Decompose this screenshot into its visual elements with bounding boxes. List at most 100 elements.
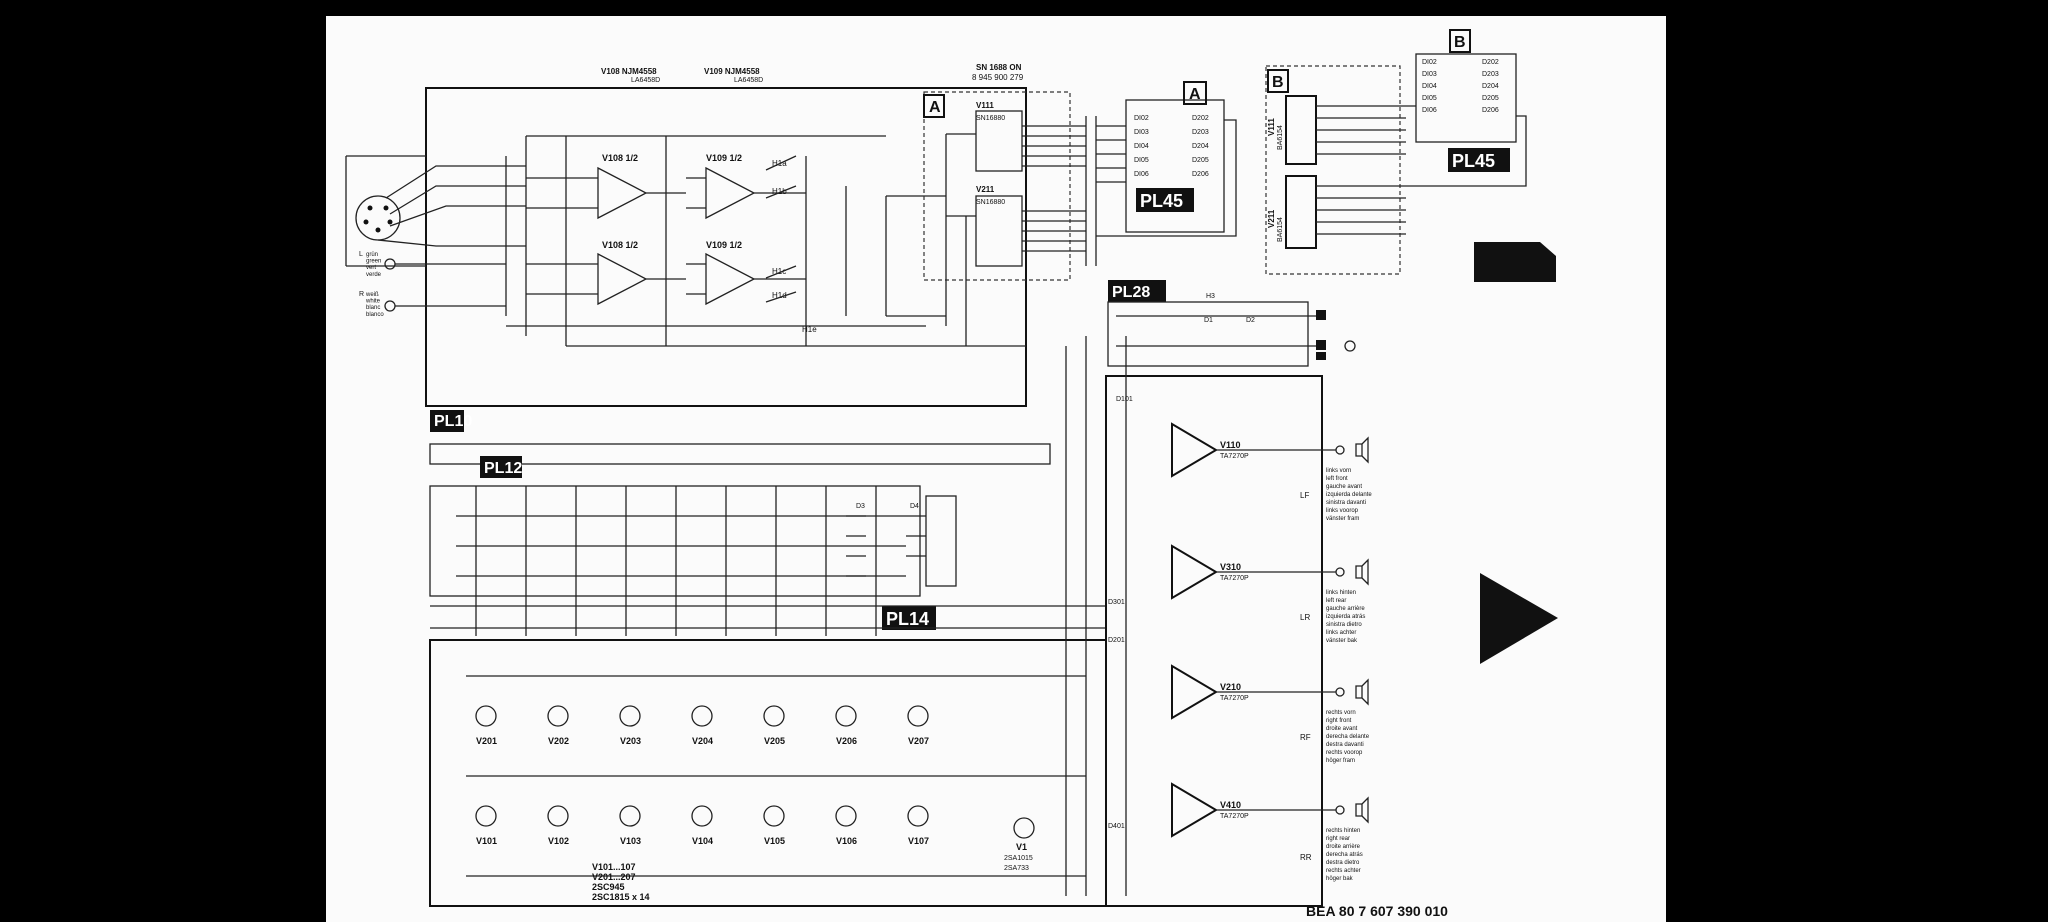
speaker-lr-icon [1355,558,1369,586]
pl12-label: PL12 [484,460,522,477]
speaker-rf-icon [1355,678,1369,706]
svg-text:V105: V105 [764,836,785,846]
svg-text:V108 1/2: V108 1/2 [602,240,638,250]
svg-text:V204: V204 [692,736,713,746]
svg-text:V110: V110 [1220,440,1241,450]
pl45-left-block: A DI02 DI03 DI04 DI05 DI06 D202 D203 D20… [1096,81,1237,237]
svg-text:TA7270P: TA7270P [1220,813,1249,820]
svg-text:sinistra dietro: sinistra dietro [1326,622,1362,628]
svg-text:D201: D201 [1108,637,1125,644]
label-r: R [359,291,364,298]
svg-text:H1e: H1e [802,325,817,334]
opamp-v109a: V109 1/2 [686,153,806,220]
svg-text:V101: V101 [476,836,497,846]
connector-b-right: B [1454,34,1466,51]
svg-text:D301: D301 [1108,599,1125,606]
svg-text:V1: V1 [1016,842,1027,852]
svg-text:V201...207: V201...207 [592,872,636,882]
svg-text:D204: D204 [1192,143,1209,150]
svg-text:V207: V207 [908,736,929,746]
svg-text:D205: D205 [1482,95,1499,102]
svg-text:D3: D3 [856,503,865,510]
svg-text:droite avant: droite avant [1326,726,1358,732]
v109-title: V109 NJM4558 [704,67,760,76]
svg-text:V111: V111 [1267,118,1276,136]
speaker-rr-icon [1355,796,1369,824]
transistor-notes: V101...107 V201...207 2SC945 2SC1815 x 1… [592,862,650,902]
connector-a-right: A [1189,86,1201,103]
svg-text:right rear: right rear [1326,836,1350,842]
svg-text:rechts hinten: rechts hinten [1326,828,1360,834]
svg-text:D4: D4 [910,503,919,510]
v108-sub: LA6458D [631,77,660,84]
svg-text:D401: D401 [1108,823,1125,830]
transistors-v1xx: V101 V102 V103 V104 V105 V106 V107 [475,805,929,846]
svg-text:V211: V211 [976,185,995,194]
connector-b-left: B [1272,74,1284,91]
svg-text:DI05: DI05 [1134,157,1149,164]
svg-text:V210: V210 [1220,682,1241,692]
footer-code: BEA 80 7 607 390 010 [1306,903,1448,919]
svg-text:DI06: DI06 [1134,171,1149,178]
pl45-right-label: PL45 [1452,151,1495,171]
svg-text:V410: V410 [1220,800,1241,810]
svg-text:höger fram: höger fram [1326,758,1355,764]
svg-text:BA6154: BA6154 [1277,125,1284,150]
amp-v210: V210 TA7270P RF rechts vorn right front … [1171,664,1370,764]
svg-text:left front: left front [1326,476,1348,482]
pl10-label: PL10 [434,413,472,430]
svg-text:D1: D1 [1204,317,1213,324]
svg-text:sinistra davanti: sinistra davanti [1326,500,1366,506]
svg-text:DI03: DI03 [1134,129,1149,136]
svg-text:H1d: H1d [772,291,787,300]
amp-v110: V110 TA7270P LF links vorn left front ga… [1171,422,1372,522]
svg-text:TA7270P: TA7270P [1220,453,1249,460]
svg-text:D101: D101 [1116,396,1133,403]
svg-text:D203: D203 [1192,129,1209,136]
svg-text:links vorn: links vorn [1326,468,1351,474]
pl28-block: PL28 H3 D1 D2 [1107,280,1356,367]
svg-text:höger bak: höger bak [1326,876,1354,882]
pl45-left-label: PL45 [1140,191,1183,211]
v1-transistor: V1 2SA1015 2SA733 [1004,817,1035,872]
svg-text:V205: V205 [764,736,785,746]
din-input-connector [345,155,526,267]
svg-text:2SA1015: 2SA1015 [1004,855,1033,862]
svg-text:V104: V104 [692,836,713,846]
svg-text:H3: H3 [1206,293,1215,300]
svg-text:V206: V206 [836,736,857,746]
svg-text:2SA733: 2SA733 [1004,865,1029,872]
power-amp-section: D101 D301 D201 D401 [1065,336,1323,907]
svg-text:D202: D202 [1482,59,1499,66]
v109-sub: LA6458D [734,77,763,84]
svg-text:SN16880: SN16880 [976,115,1005,122]
svg-text:DI06: DI06 [1422,107,1437,114]
svg-text:DI05: DI05 [1422,95,1437,102]
opamp-v108a: V108 1/2 [526,153,686,220]
h1-switches: H1a H1b H1c H1d H1e [765,155,817,334]
svg-text:RR: RR [1300,853,1312,862]
svg-text:izquierda delante: izquierda delante [1326,492,1372,498]
svg-text:D204: D204 [1482,83,1499,90]
svg-text:D202: D202 [1192,115,1209,122]
svg-text:V102: V102 [548,836,569,846]
svg-text:D206: D206 [1192,171,1209,178]
pl12-block: PL12 [429,443,1051,636]
label-l: L [359,251,363,258]
svg-text:H1b: H1b [772,187,787,196]
svg-text:V203: V203 [620,736,641,746]
pl14-label: PL14 [886,609,929,629]
sn1688-block: SN 1688 ON 8 945 900 279 A V111 SN16880 … [923,63,1086,346]
svg-text:V109 1/2: V109 1/2 [706,240,742,250]
tab-marker-arrow [1480,573,1558,664]
svg-text:rechts vorn: rechts vorn [1326,710,1356,716]
svg-text:SN16880: SN16880 [976,199,1005,206]
svg-text:RF: RF [1300,733,1311,742]
svg-text:links voorop: links voorop [1326,508,1359,514]
svg-text:V101...107: V101...107 [592,862,636,872]
svg-text:links hinten: links hinten [1326,590,1356,596]
